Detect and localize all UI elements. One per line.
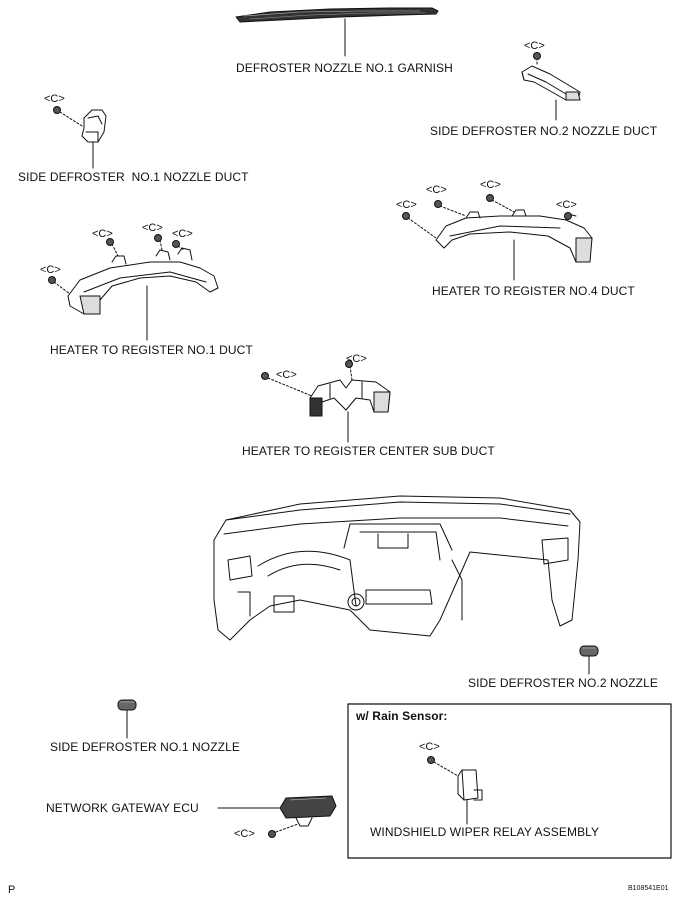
label-side-no2-duct: SIDE DEFROSTER NO.2 NOZZLE DUCT	[430, 124, 658, 138]
clip-tag: <C>	[234, 828, 255, 840]
clip-tag: <C>	[276, 369, 297, 381]
figure-id: B108541E01	[628, 885, 669, 892]
clip-screw	[533, 52, 541, 60]
clip-screw	[261, 372, 269, 380]
clip-tag: <C>	[480, 179, 501, 191]
corner-letter: P	[8, 884, 16, 896]
clip-screw	[486, 194, 494, 202]
clip-screw	[53, 106, 61, 114]
side-no1-duct-part	[59, 109, 107, 143]
clip-screw	[564, 212, 572, 220]
clip-tag: <C>	[172, 228, 193, 240]
label-gateway-ecu: NETWORK GATEWAY ECU	[46, 801, 199, 815]
side-no1-nozzle-part	[117, 699, 137, 711]
rain-sensor-box-title: w/ Rain Sensor:	[356, 709, 448, 723]
clip-tag: <C>	[142, 222, 163, 234]
label-side-no1-nozzle: SIDE DEFROSTER NO.1 NOZZLE	[50, 740, 240, 754]
label-wiper-relay: WINDSHIELD WIPER RELAY ASSEMBLY	[370, 825, 600, 839]
label-side-no1-duct: SIDE DEFROSTER NO.1 NOZZLE DUCT	[18, 170, 249, 184]
clip-tag: <C>	[524, 40, 545, 52]
rain-sensor-box	[347, 703, 672, 859]
clip-tag: <C>	[44, 93, 65, 105]
label-reg-no1-duct: HEATER TO REGISTER NO.1 DUCT	[50, 343, 253, 357]
clip-screw	[268, 830, 276, 838]
center-sub-duct-part	[267, 365, 391, 417]
clip-screw	[106, 238, 114, 246]
clip-tag: <C>	[556, 199, 577, 211]
wiper-relay-part	[433, 761, 483, 801]
clip-tag: <C>	[426, 184, 447, 196]
clip-screw	[402, 212, 410, 220]
clip-screw	[154, 234, 162, 242]
garnish-part	[235, 7, 439, 23]
side-no2-nozzle-part	[579, 645, 599, 657]
label-center-sub-duct: HEATER TO REGISTER CENTER SUB DUCT	[242, 444, 495, 458]
clip-tag: <C>	[92, 228, 113, 240]
label-side-no2-nozzle: SIDE DEFROSTER NO.2 NOZZLE	[468, 676, 658, 690]
clip-screw	[48, 276, 56, 284]
clip-tag: <C>	[346, 353, 367, 365]
instrument-panel	[213, 495, 581, 641]
clip-screw	[172, 240, 180, 248]
label-garnish: DEFROSTER NOZZLE NO.1 GARNISH	[236, 61, 453, 75]
clip-tag: <C>	[40, 264, 61, 276]
label-reg-no4-duct: HEATER TO REGISTER NO.4 DUCT	[432, 284, 635, 298]
clip-screw	[434, 200, 442, 208]
gateway-ecu-part	[275, 795, 337, 833]
clip-screw	[427, 756, 435, 764]
clip-tag: <C>	[396, 199, 417, 211]
clip-tag: <C>	[419, 741, 440, 753]
side-no2-duct-part	[521, 57, 581, 101]
clip-screw	[345, 360, 353, 368]
reg-no1-duct-part	[53, 239, 219, 315]
